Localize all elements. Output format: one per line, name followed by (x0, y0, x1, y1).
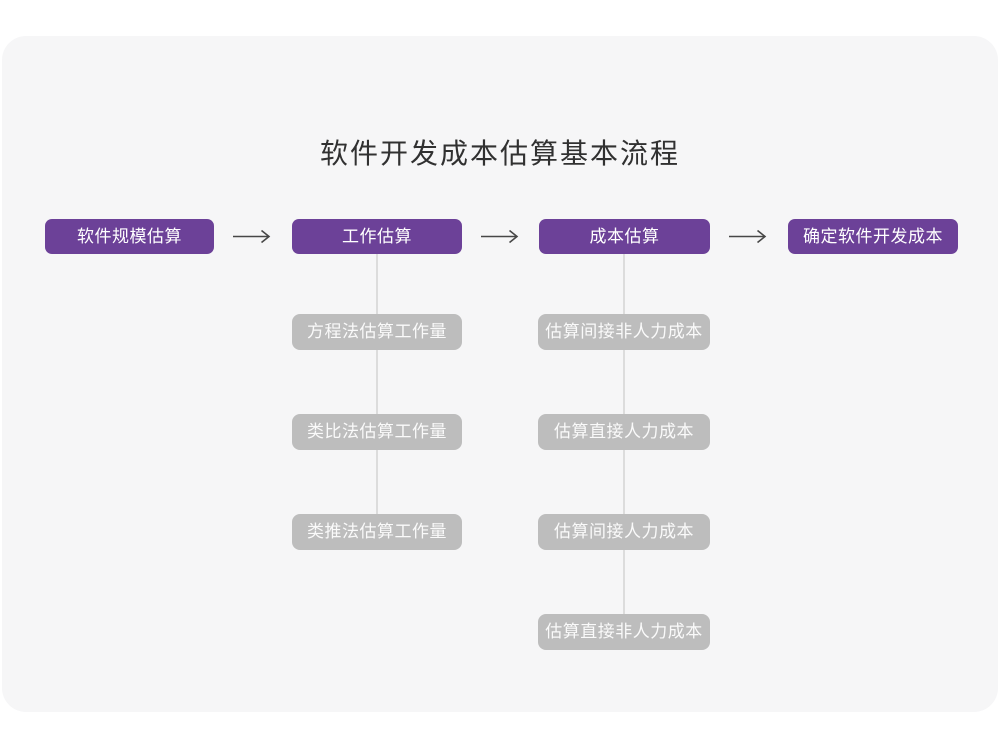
page-title: 软件开发成本估算基本流程 (319, 138, 680, 169)
sub-node-extrapolation-method[interactable]: 类推法估算工作量 (292, 514, 462, 550)
flowchart-card: 软件开发成本估算基本流程 软件规模估算 工作估算 成本估算 确定软件开发成本 方… (2, 36, 998, 712)
sub-node-analogy-method[interactable]: 类比法估算工作量 (292, 414, 462, 450)
right-arrow-icon (481, 229, 519, 244)
connector-line-work (376, 254, 378, 532)
flow-step-work-estimation[interactable]: 工作估算 (292, 219, 462, 254)
right-arrow-icon (233, 229, 271, 244)
flow-step-determine-dev-cost[interactable]: 确定软件开发成本 (788, 219, 958, 254)
sub-node-indirect-nonlabor-cost[interactable]: 估算间接非人力成本 (538, 314, 710, 350)
flow-step-software-scale-estimation[interactable]: 软件规模估算 (45, 219, 214, 254)
flow-step-cost-estimation[interactable]: 成本估算 (539, 219, 710, 254)
sub-node-indirect-labor-cost[interactable]: 估算间接人力成本 (538, 514, 710, 550)
sub-node-direct-labor-cost[interactable]: 估算直接人力成本 (538, 414, 710, 450)
right-arrow-icon (729, 229, 767, 244)
sub-node-equation-method[interactable]: 方程法估算工作量 (292, 314, 462, 350)
sub-node-direct-nonlabor-cost[interactable]: 估算直接非人力成本 (538, 614, 710, 650)
